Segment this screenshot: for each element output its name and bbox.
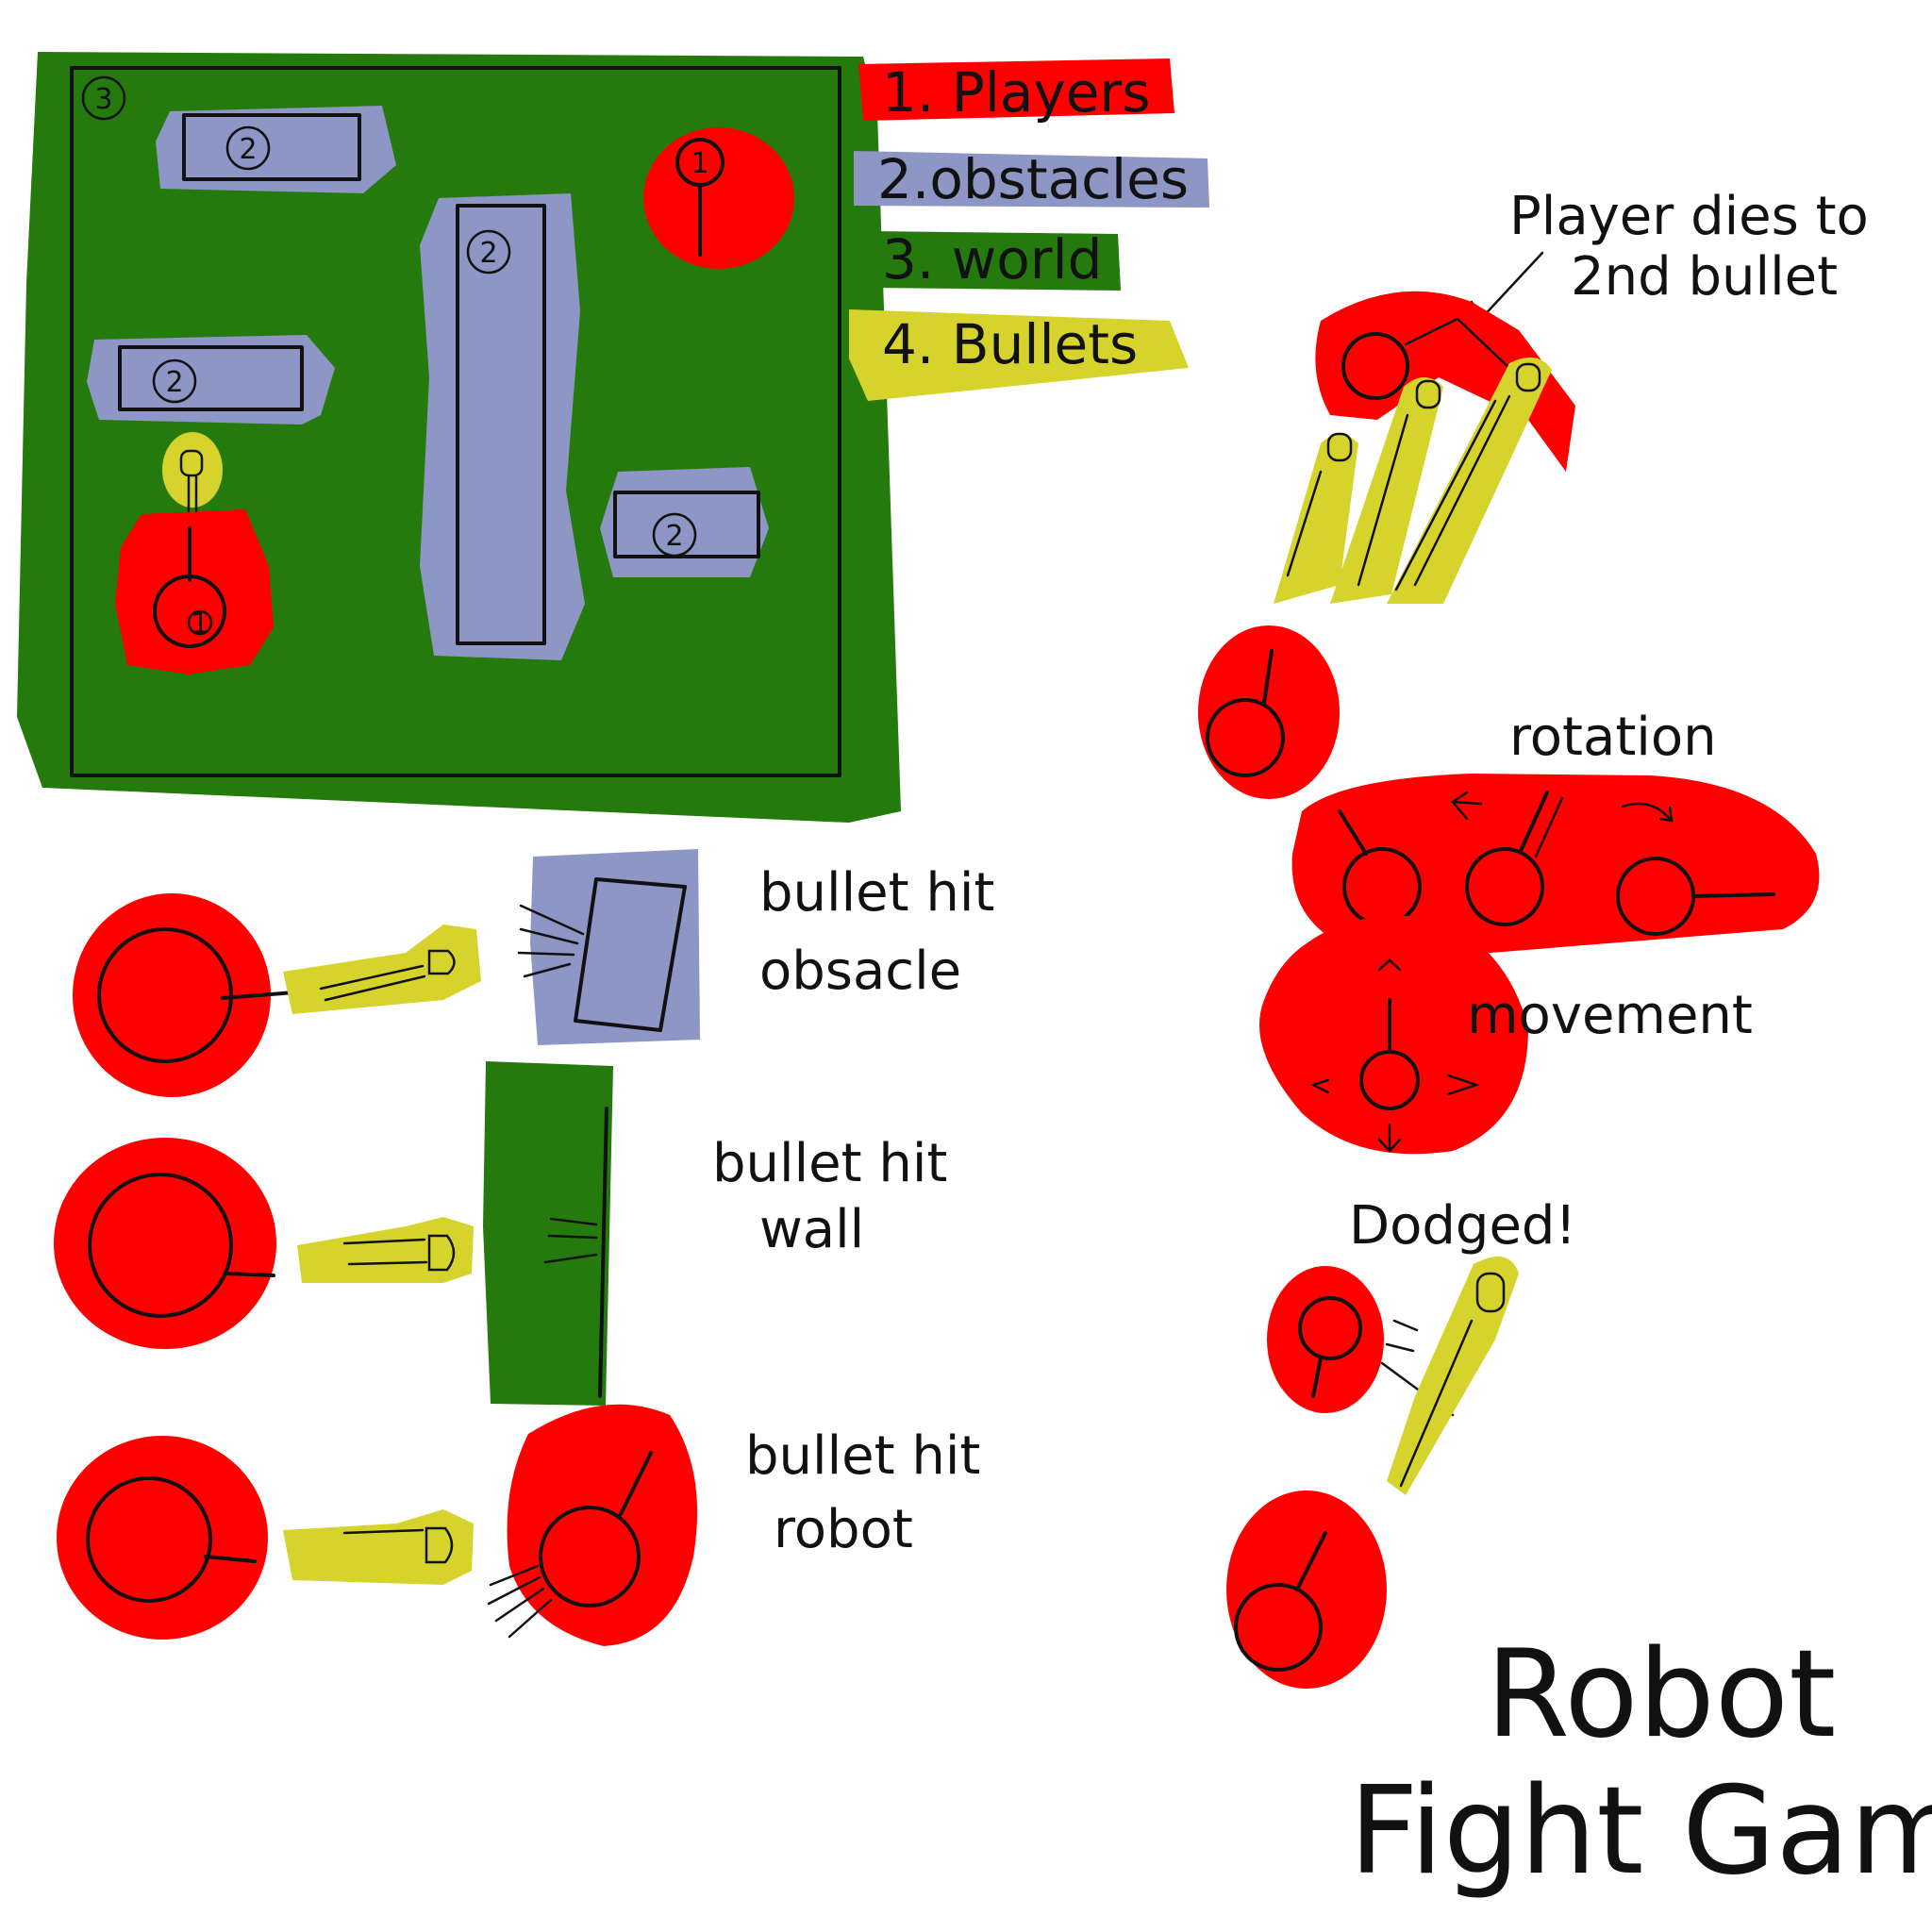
title: Robot Fight Game!	[1349, 1624, 1932, 1902]
move-left-arrow	[1309, 1078, 1330, 1094]
example-bullet-hit-obstacle: bullet hit obsacle	[73, 849, 994, 1097]
world-map: 3 2 2 2 2	[17, 52, 901, 823]
legend-item-players: 1. Players	[858, 58, 1174, 125]
label-dies-1: Player dies to	[1509, 186, 1869, 247]
example-bullet-hit-wall: bullet hit wall	[54, 1061, 947, 1406]
bullet	[297, 1217, 474, 1283]
world-marker-text: 3	[94, 83, 112, 116]
obstacle: 2	[156, 106, 396, 193]
bullet	[1387, 1257, 1519, 1495]
player-robot: 1	[115, 509, 274, 675]
rotate-left-arrow	[1451, 791, 1483, 821]
label-hit-wall-1: bullet hit	[712, 1133, 947, 1194]
player-robot	[1198, 625, 1340, 799]
player-robot	[1267, 1266, 1455, 1417]
move-up-arrow	[1377, 958, 1402, 972]
label-movement: movement	[1467, 985, 1753, 1046]
label-dodged: Dodged!	[1349, 1195, 1576, 1257]
svg-text:2: 2	[239, 133, 257, 166]
svg-text:2: 2	[165, 366, 183, 399]
svg-text:1: 1	[691, 147, 708, 180]
label-hit-robot-2: robot	[774, 1499, 913, 1560]
title-line-1: Robot	[1486, 1624, 1836, 1765]
robot-pose	[1616, 857, 1775, 936]
svg-text:4. Bullets: 4. Bullets	[882, 312, 1138, 376]
svg-text:2.obstacles: 2.obstacles	[877, 147, 1189, 211]
legend-item-world: 3. world	[868, 227, 1121, 291]
move-right-arrow	[1446, 1074, 1480, 1096]
obstacle: 2	[600, 467, 769, 577]
title-line-2: Fight Game!	[1349, 1761, 1932, 1902]
example-bullet-hit-robot: bullet hit robot	[57, 1404, 980, 1646]
legend: 1. Players 2.obstacles 3. world 4. Bulle…	[849, 58, 1209, 401]
svg-text:3. world: 3. world	[882, 227, 1102, 291]
bullet	[1330, 377, 1443, 604]
world-marker	[81, 75, 126, 121]
bullet	[283, 1509, 474, 1585]
obstacle: 2	[87, 335, 335, 425]
player-robot: 1	[643, 127, 794, 269]
label-rotation: rotation	[1509, 707, 1717, 768]
world-border	[70, 66, 841, 777]
label-hit-wall-2: wall	[759, 1199, 864, 1260]
obstacle: 2	[420, 193, 585, 660]
svg-text:1: 1	[191, 608, 208, 641]
example-movement: movement	[1259, 915, 1753, 1155]
svg-text:2: 2	[665, 520, 683, 553]
obstacle	[517, 849, 700, 1045]
svg-text:2: 2	[479, 237, 497, 270]
player-robot	[1315, 291, 1575, 472]
example-player-dies: Player dies to 2nd bullet	[1198, 186, 1869, 799]
player-robot	[487, 1404, 698, 1646]
bullet	[1274, 432, 1358, 604]
player-robot	[1226, 1491, 1387, 1689]
bullet	[1387, 357, 1552, 604]
legend-item-bullets: 4. Bullets	[849, 309, 1189, 401]
label-dies-2: 2nd bullet	[1571, 246, 1838, 308]
example-rotation: rotation	[1291, 707, 1820, 953]
move-down-arrow	[1377, 1123, 1402, 1153]
robot-pose	[1465, 791, 1564, 926]
wall	[483, 1061, 613, 1406]
example-dodged: Dodged!	[1226, 1195, 1576, 1689]
svg-text:1. Players: 1. Players	[882, 60, 1150, 125]
legend-item-obstacles: 2.obstacles	[854, 147, 1209, 211]
label-hit-robot-1: bullet hit	[745, 1425, 980, 1487]
rotate-right-arrow	[1621, 802, 1674, 823]
bullet	[162, 432, 223, 516]
label-hit-obstacle-1: bullet hit	[759, 862, 994, 924]
bullet	[283, 924, 481, 1014]
label-hit-obstacle-2: obsacle	[759, 941, 961, 1002]
